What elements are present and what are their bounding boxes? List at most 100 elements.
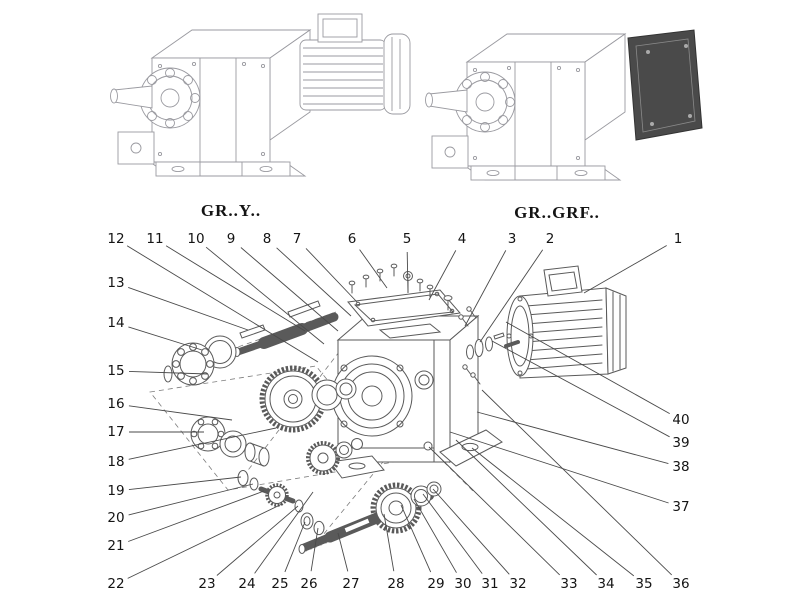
part-number-2: 2 [546, 231, 555, 247]
leader-line-37 [449, 431, 669, 504]
part-number-28: 28 [387, 576, 404, 592]
part-number-1: 1 [674, 231, 683, 247]
variant-label-gr-grf: GR..GRF.. [514, 203, 600, 222]
part-number-37: 37 [672, 499, 689, 515]
leader-line-34 [455, 439, 597, 576]
part-number-17: 17 [107, 424, 124, 440]
input-shaft-boss [110, 67, 201, 129]
leader-line-16 [128, 405, 233, 421]
leader-line-8 [276, 247, 352, 317]
leader-line-7 [305, 248, 358, 303]
part-number-13: 13 [107, 275, 124, 291]
assembled-view-gr-grf [425, 29, 703, 181]
leader-line-33 [428, 446, 561, 576]
leader-line-13 [128, 286, 249, 331]
part-number-20: 20 [107, 510, 124, 526]
leader-line-2 [479, 249, 544, 343]
leader-line-15 [128, 370, 209, 375]
leader-line-1 [583, 245, 667, 294]
leader-line-9 [240, 247, 339, 332]
part-number-9: 9 [227, 231, 236, 247]
part-number-22: 22 [107, 576, 124, 592]
pinion-cluster [306, 438, 363, 475]
part-number-6: 6 [348, 231, 357, 247]
part-number-31: 31 [481, 576, 498, 592]
assembled-view-gr-y [110, 13, 411, 177]
part-number-26: 26 [300, 576, 317, 592]
leader-line-6 [359, 249, 388, 289]
leader-line-22 [127, 503, 283, 579]
part-number-8: 8 [263, 231, 272, 247]
part-number-4: 4 [458, 231, 467, 247]
end-cover [627, 29, 703, 141]
leader-line-35 [471, 447, 635, 577]
leader-line-25 [284, 521, 306, 573]
part-number-23: 23 [198, 576, 215, 592]
leader-line-32 [432, 488, 510, 575]
part-number-25: 25 [271, 576, 288, 592]
part-number-38: 38 [672, 459, 689, 475]
intermediate-shaft-parts [237, 470, 325, 536]
part-number-11: 11 [146, 231, 163, 247]
part-number-35: 35 [635, 576, 652, 592]
leader-line-26 [310, 527, 319, 572]
part-number-5: 5 [403, 231, 412, 247]
part-number-21: 21 [107, 538, 124, 554]
leader-line-23 [216, 505, 299, 576]
part-number-33: 33 [560, 576, 577, 592]
leader-line-4 [428, 250, 457, 301]
gearbox-housing [329, 314, 503, 479]
exploded-view [149, 263, 627, 554]
leader-line-24 [254, 491, 314, 574]
part-number-15: 15 [107, 363, 124, 379]
motor [299, 13, 411, 115]
leader-line-19 [128, 476, 242, 491]
leader-line-20 [128, 483, 254, 516]
input-shaft [233, 300, 339, 357]
leader-line-40 [505, 321, 670, 414]
leader-line-30 [413, 498, 457, 573]
leader-line-3 [464, 250, 507, 327]
part-number-7: 7 [293, 231, 302, 247]
part-number-39: 39 [672, 435, 689, 451]
output-shaft-assembly [298, 481, 442, 554]
coupling-spacers [458, 306, 505, 385]
part-number-19: 19 [107, 483, 124, 499]
part-number-27: 27 [342, 576, 359, 592]
input-shaft-boss [425, 71, 516, 133]
leader-line-27 [337, 532, 349, 572]
leader-line-21 [128, 490, 265, 542]
part-number-40: 40 [672, 412, 689, 428]
part-number-3: 3 [508, 231, 517, 247]
leader-line-31 [422, 493, 483, 574]
part-number-12: 12 [107, 231, 124, 247]
leader-lines [126, 245, 673, 579]
variant-label-gr-y: GR..Y.. [201, 201, 261, 220]
leader-line-10 [205, 246, 325, 345]
part-number-10: 10 [187, 231, 204, 247]
part-number-29: 29 [427, 576, 444, 592]
leader-line-11 [165, 245, 306, 332]
leader-line-18 [128, 427, 277, 460]
leader-line-39 [491, 340, 670, 438]
part-number-30: 30 [454, 576, 471, 592]
leader-line-38 [476, 411, 669, 465]
part-number-18: 18 [107, 454, 124, 470]
part-number-32: 32 [509, 576, 526, 592]
electric-motor [504, 265, 627, 379]
large-gear [259, 365, 357, 433]
leader-line-5 [406, 251, 409, 294]
leader-line-14 [128, 326, 203, 351]
part-number-14: 14 [107, 315, 124, 331]
input-bearing-set [163, 335, 237, 386]
leader-line-36 [481, 389, 673, 576]
part-number-16: 16 [107, 396, 124, 412]
part-number-36: 36 [672, 576, 689, 592]
part-number-34: 34 [597, 576, 614, 592]
leader-line-29 [400, 504, 432, 573]
part-number-24: 24 [238, 576, 255, 592]
inspection-cover [347, 289, 461, 327]
leader-line-28 [383, 513, 395, 572]
